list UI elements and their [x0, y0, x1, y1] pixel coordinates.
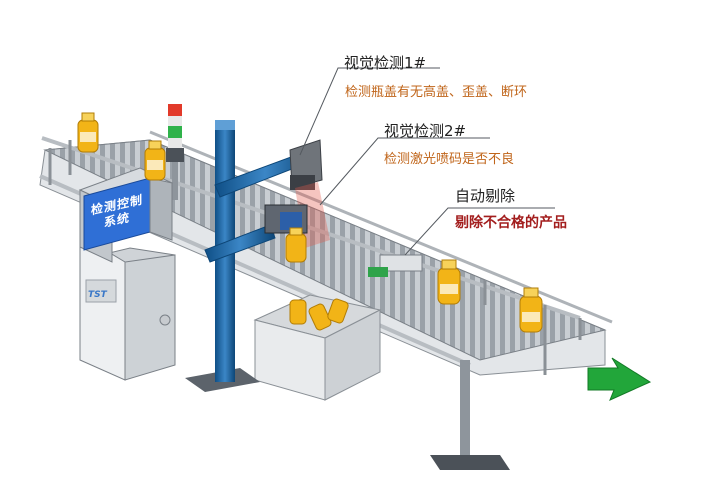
bottle: [144, 140, 166, 181]
bottle: [437, 259, 461, 305]
bottle: [519, 287, 543, 333]
vision2-desc: 检测激光喷码是否不良: [384, 152, 515, 167]
reject-title: 自动剔除: [455, 187, 516, 205]
lower-arm: [204, 224, 276, 263]
rejected-bottles: [289, 298, 349, 331]
bottle: [285, 227, 307, 263]
vision1-title: 视觉检测1#: [344, 54, 427, 72]
reject-bin: [253, 294, 382, 401]
bottle: [77, 112, 99, 153]
reject-device: [368, 254, 423, 277]
vision1-desc: 检测瓶盖有无高盖、歪盖、断环: [345, 85, 528, 100]
vision2-title: 视觉检测2#: [384, 122, 467, 140]
conveyor-belt: [43, 139, 607, 361]
exit-arrow: [587, 357, 652, 401]
reject-desc: 剔除不合格的产品: [455, 215, 567, 231]
bottles-on-conveyor: [77, 112, 543, 333]
control-cabinet: [78, 167, 176, 381]
signal-tower: [166, 104, 184, 200]
callout-leaders: [299, 67, 555, 256]
cabinet-brand-logo: TST: [88, 290, 107, 300]
